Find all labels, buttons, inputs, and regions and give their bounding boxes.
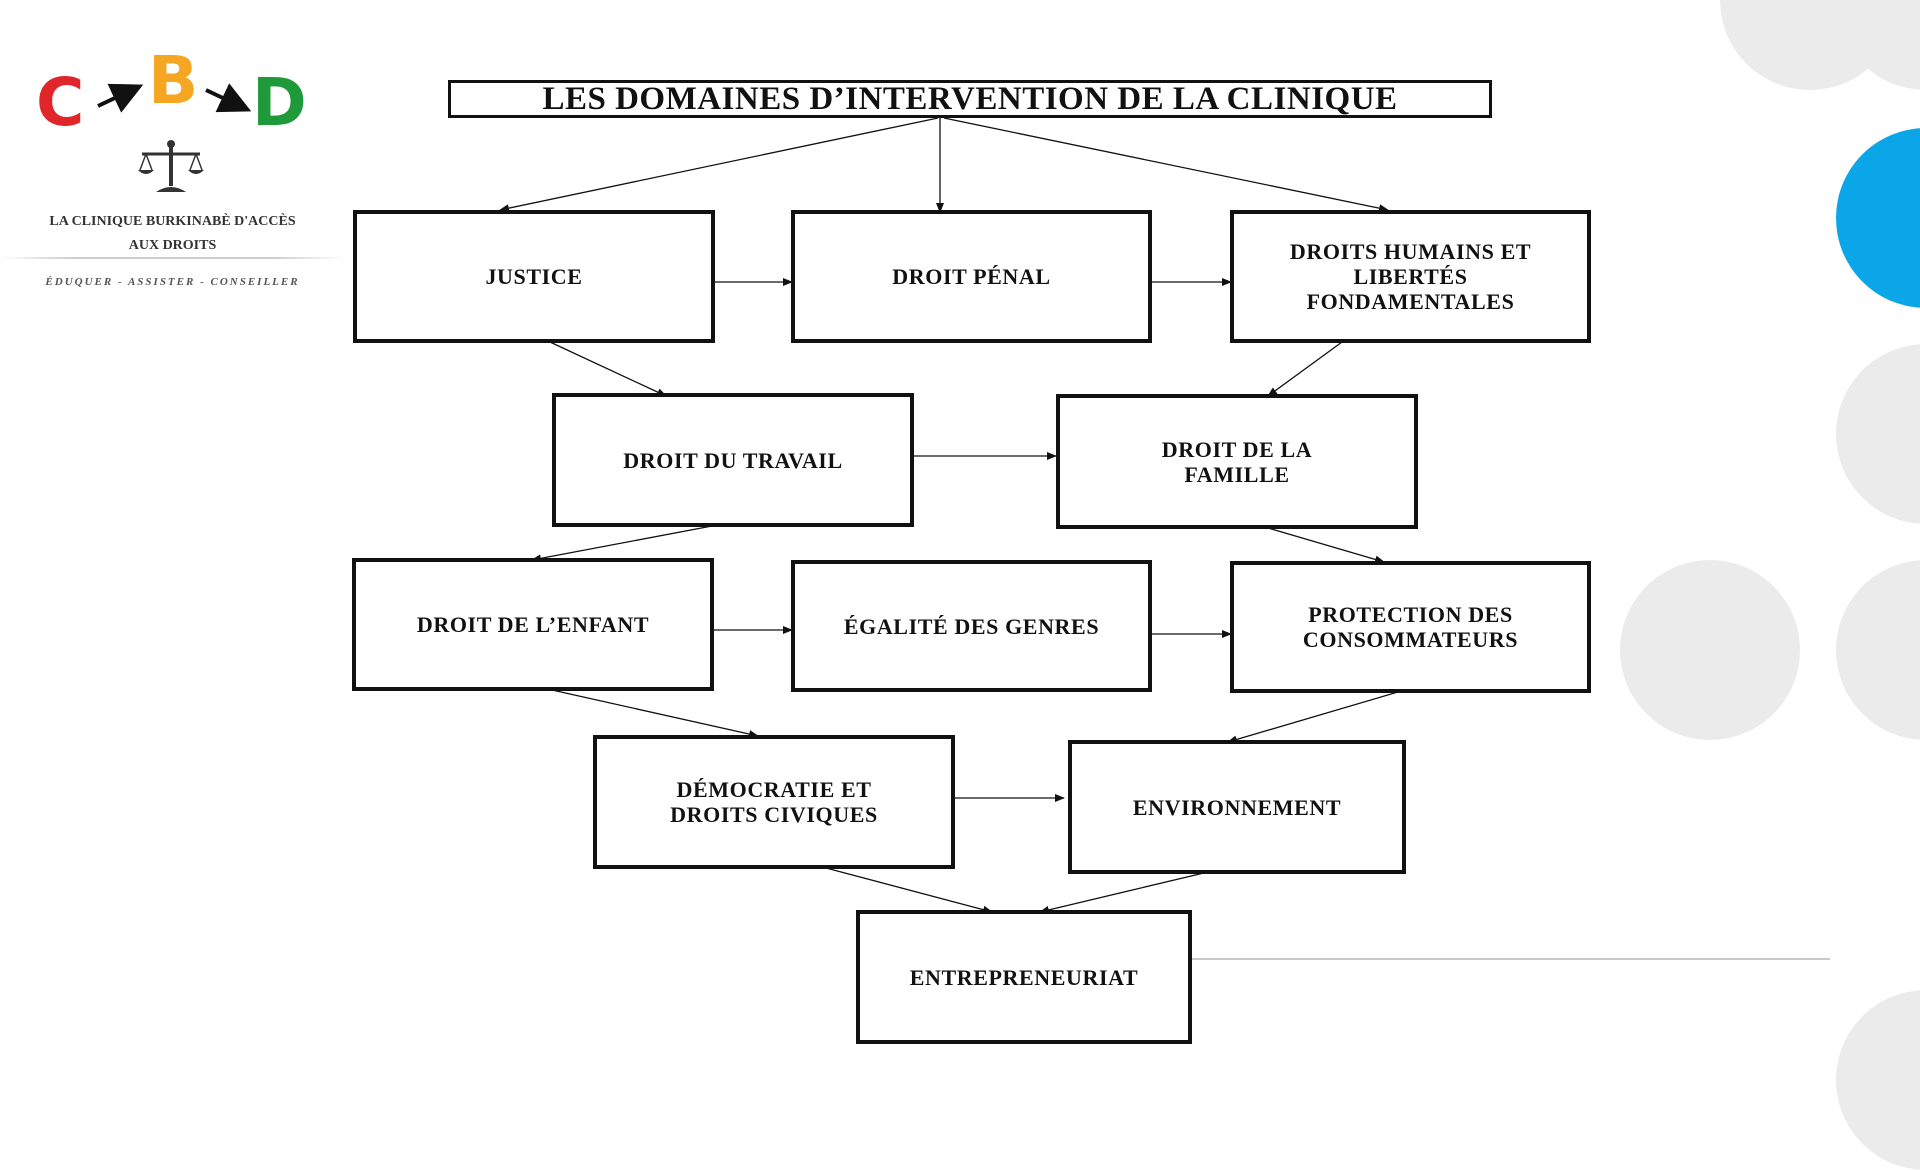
logo-letters: C B D: [0, 40, 345, 150]
node-droit-famille-line-1: DROIT DE LA: [1161, 436, 1313, 462]
node-justice: JUSTICE: [353, 210, 715, 343]
decorative-line: [1180, 958, 1830, 960]
arrow-title-to-justice: [499, 117, 939, 213]
logo-letter-b: B: [148, 42, 199, 119]
node-democratie: DÉMOCRATIE ET DROITS CIVIQUES: [593, 735, 955, 869]
arrow-droit-famille-to-protection: [1267, 527, 1385, 564]
node-droit-enfant: DROIT DE L’ENFANT: [352, 558, 714, 691]
node-justice-label: JUSTICE: [485, 264, 583, 289]
node-droit-famille-line-2: FAMILLE: [1184, 461, 1290, 487]
node-droit-famille: DROIT DE LA FAMILLE: [1056, 394, 1418, 529]
clinic-logo: C B D LA CLINIQUE BURKINABÈ D'ACCÈS AUX …: [0, 40, 345, 300]
clinic-name: LA CLINIQUE BURKINABÈ D'ACCÈS AUX DROITS: [0, 210, 345, 258]
node-environnement-label: ENVIRONNEMENT: [1132, 794, 1342, 820]
node-droit-penal: DROIT PÉNAL: [791, 210, 1152, 343]
clinic-tagline: ÉDUQUER - ASSISTER - CONSEILLER: [45, 276, 300, 288]
diagram-connectors: [499, 117, 1399, 914]
diagram-title: LES DOMAINES D’INTERVENTION DE LA CLINIQ…: [448, 80, 1492, 118]
clinic-name-line-1: LA CLINIQUE BURKINABÈ D'ACCÈS: [49, 214, 296, 229]
arrow-droits-humains-to-droit-famille: [1267, 341, 1343, 397]
arrow-title-to-droits-humains: [943, 117, 1389, 213]
node-protection-line-1: PROTECTION DES: [1308, 602, 1513, 627]
node-egalite-genres: ÉGALITÉ DES GENRES: [791, 560, 1152, 692]
logo-letter-d: D: [252, 64, 307, 141]
node-egalite-genres-label: ÉGALITÉ DES GENRES: [843, 613, 1100, 639]
node-droit-penal-label: DROIT PÉNAL: [892, 264, 1051, 289]
scales-of-justice-icon: [138, 140, 204, 192]
node-droits-humains: DROITS HUMAINS ET LIBERTÉS FONDAMENTALES: [1230, 210, 1591, 343]
arrow-protection-to-environnement: [1227, 691, 1399, 744]
node-democratie-line-2: DROITS CIVIQUES: [670, 802, 878, 827]
decorative-circle-gray-4: [1620, 560, 1800, 740]
node-protection-line-2: CONSOMMATEURS: [1302, 627, 1519, 652]
node-entrepreneuriat-label: ENTREPRENEURIAT: [909, 964, 1139, 990]
node-droits-humains-line-2: LIBERTÉS: [1353, 264, 1468, 289]
node-droits-humains-line-1: DROITS HUMAINS ET: [1289, 239, 1532, 264]
node-droits-humains-line-3: FONDAMENTALES: [1306, 289, 1515, 314]
logo-arrow-b-to-d: [205, 83, 252, 113]
clinic-name-line-2: AUX DROITS: [128, 238, 217, 253]
node-environnement: ENVIRONNEMENT: [1068, 740, 1406, 874]
arrow-droit-enfant-to-democratie: [551, 689, 759, 738]
arrow-droit-travail-to-droit-enfant: [531, 525, 713, 563]
node-protection-consommateurs: PROTECTION DES CONSOMMATEURS: [1230, 561, 1591, 693]
arrow-justice-to-droit-travail: [549, 341, 667, 397]
logo-divider: [0, 257, 345, 259]
logo-letter-c: C: [36, 64, 85, 141]
arrow-democratie-to-entrepreneuriat: [825, 867, 993, 914]
node-democratie-line-1: DÉMOCRATIE ET: [676, 777, 872, 802]
logo-arrows: [97, 83, 252, 113]
node-droit-travail-label: DROIT DU TRAVAIL: [623, 447, 843, 473]
arrow-environnement-to-entrepreneuriat: [1039, 871, 1209, 914]
node-entrepreneuriat: ENTREPRENEURIAT: [856, 910, 1192, 1044]
node-droit-travail: DROIT DU TRAVAIL: [552, 393, 914, 527]
node-droit-enfant-label: DROIT DE L’ENFANT: [416, 612, 650, 637]
logo-arrow-c-to-b: [97, 83, 144, 113]
